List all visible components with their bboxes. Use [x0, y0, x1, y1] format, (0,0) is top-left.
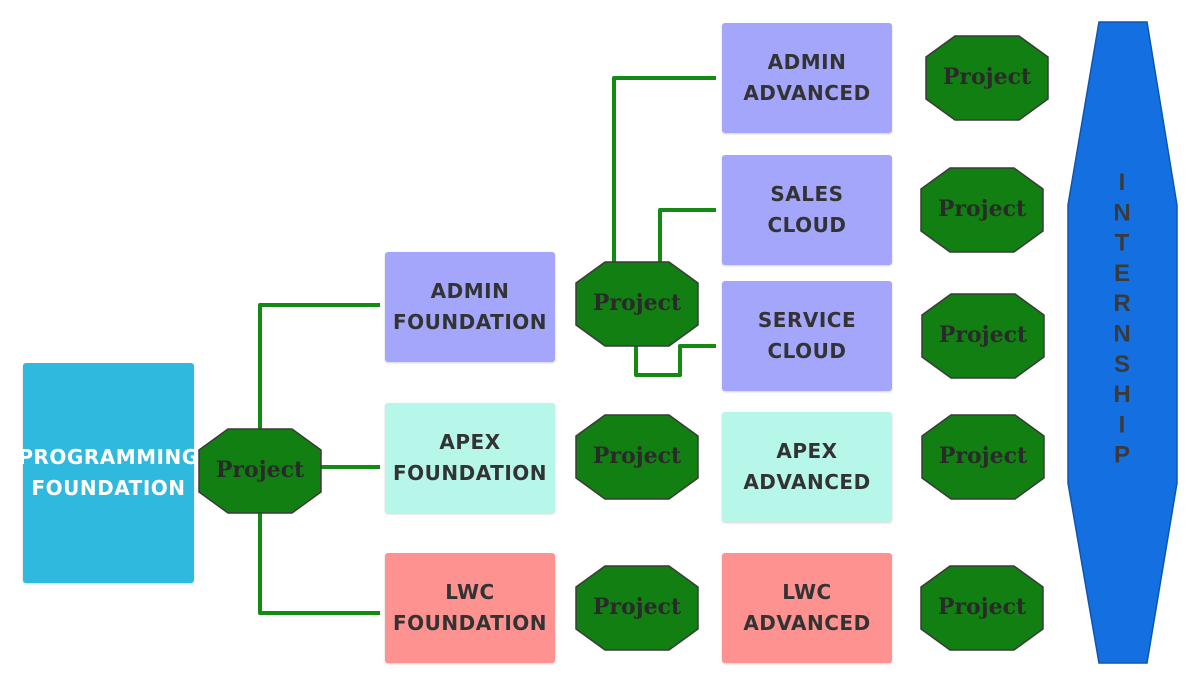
apex-advanced-box: APEX ADVANCED — [722, 412, 892, 522]
project-label: Project — [216, 457, 305, 483]
project-node-admin-track: Project — [575, 261, 699, 347]
project-node-lwc-advanced: Project — [920, 565, 1044, 651]
project-label: Project — [593, 443, 682, 469]
programming-foundation-box: PROGRAMMING FOUNDATION — [18, 363, 198, 583]
internship-letter: P — [1114, 442, 1130, 469]
internship-letter: R — [1113, 290, 1130, 317]
project-label: Project — [939, 443, 1028, 469]
arrow-to-admin-foundation — [258, 303, 380, 430]
admin-foundation-box: ADMIN FOUNDATION — [385, 252, 555, 362]
project-node-sales-cloud: Project — [920, 167, 1044, 253]
project-node-apex-advanced: Project — [921, 414, 1045, 500]
internship-letter: T — [1115, 230, 1130, 257]
project-node-service-cloud: Project — [921, 293, 1045, 379]
project-node-main: Project — [198, 428, 322, 514]
project-node-apex-foundation: Project — [575, 414, 699, 500]
project-node-lwc-foundation: Project — [575, 565, 699, 651]
internship-letter: N — [1113, 199, 1130, 226]
internship-letter: N — [1113, 321, 1130, 348]
service-cloud-box: SERVICE CLOUD — [722, 281, 892, 391]
internship-letter: H — [1113, 381, 1130, 408]
apex-foundation-box: APEX FOUNDATION — [385, 403, 555, 513]
internship-shape — [1067, 21, 1178, 664]
project-label: Project — [593, 290, 682, 316]
arrow-to-lwc-foundation — [258, 512, 380, 615]
arrow-to-sales-cloud — [658, 208, 716, 265]
internship-letter: E — [1114, 260, 1130, 287]
sales-cloud-box: SALES CLOUD — [722, 155, 892, 265]
project-label: Project — [593, 594, 682, 620]
lwc-foundation-box: LWC FOUNDATION — [385, 553, 555, 663]
project-label: Project — [943, 64, 1032, 90]
project-label: Project — [938, 594, 1027, 620]
internship-letter: S — [1114, 351, 1130, 378]
internship-letter: I — [1119, 169, 1126, 196]
project-node-admin-advanced: Project — [925, 35, 1049, 121]
arrow-to-admin-advanced — [612, 76, 716, 262]
arrow-to-service-cloud — [634, 342, 716, 377]
admin-advanced-box: ADMIN ADVANCED — [722, 23, 892, 133]
project-label: Project — [939, 322, 1028, 348]
internship-letter: I — [1119, 411, 1126, 438]
lwc-advanced-box: LWC ADVANCED — [722, 553, 892, 663]
project-label: Project — [938, 196, 1027, 222]
